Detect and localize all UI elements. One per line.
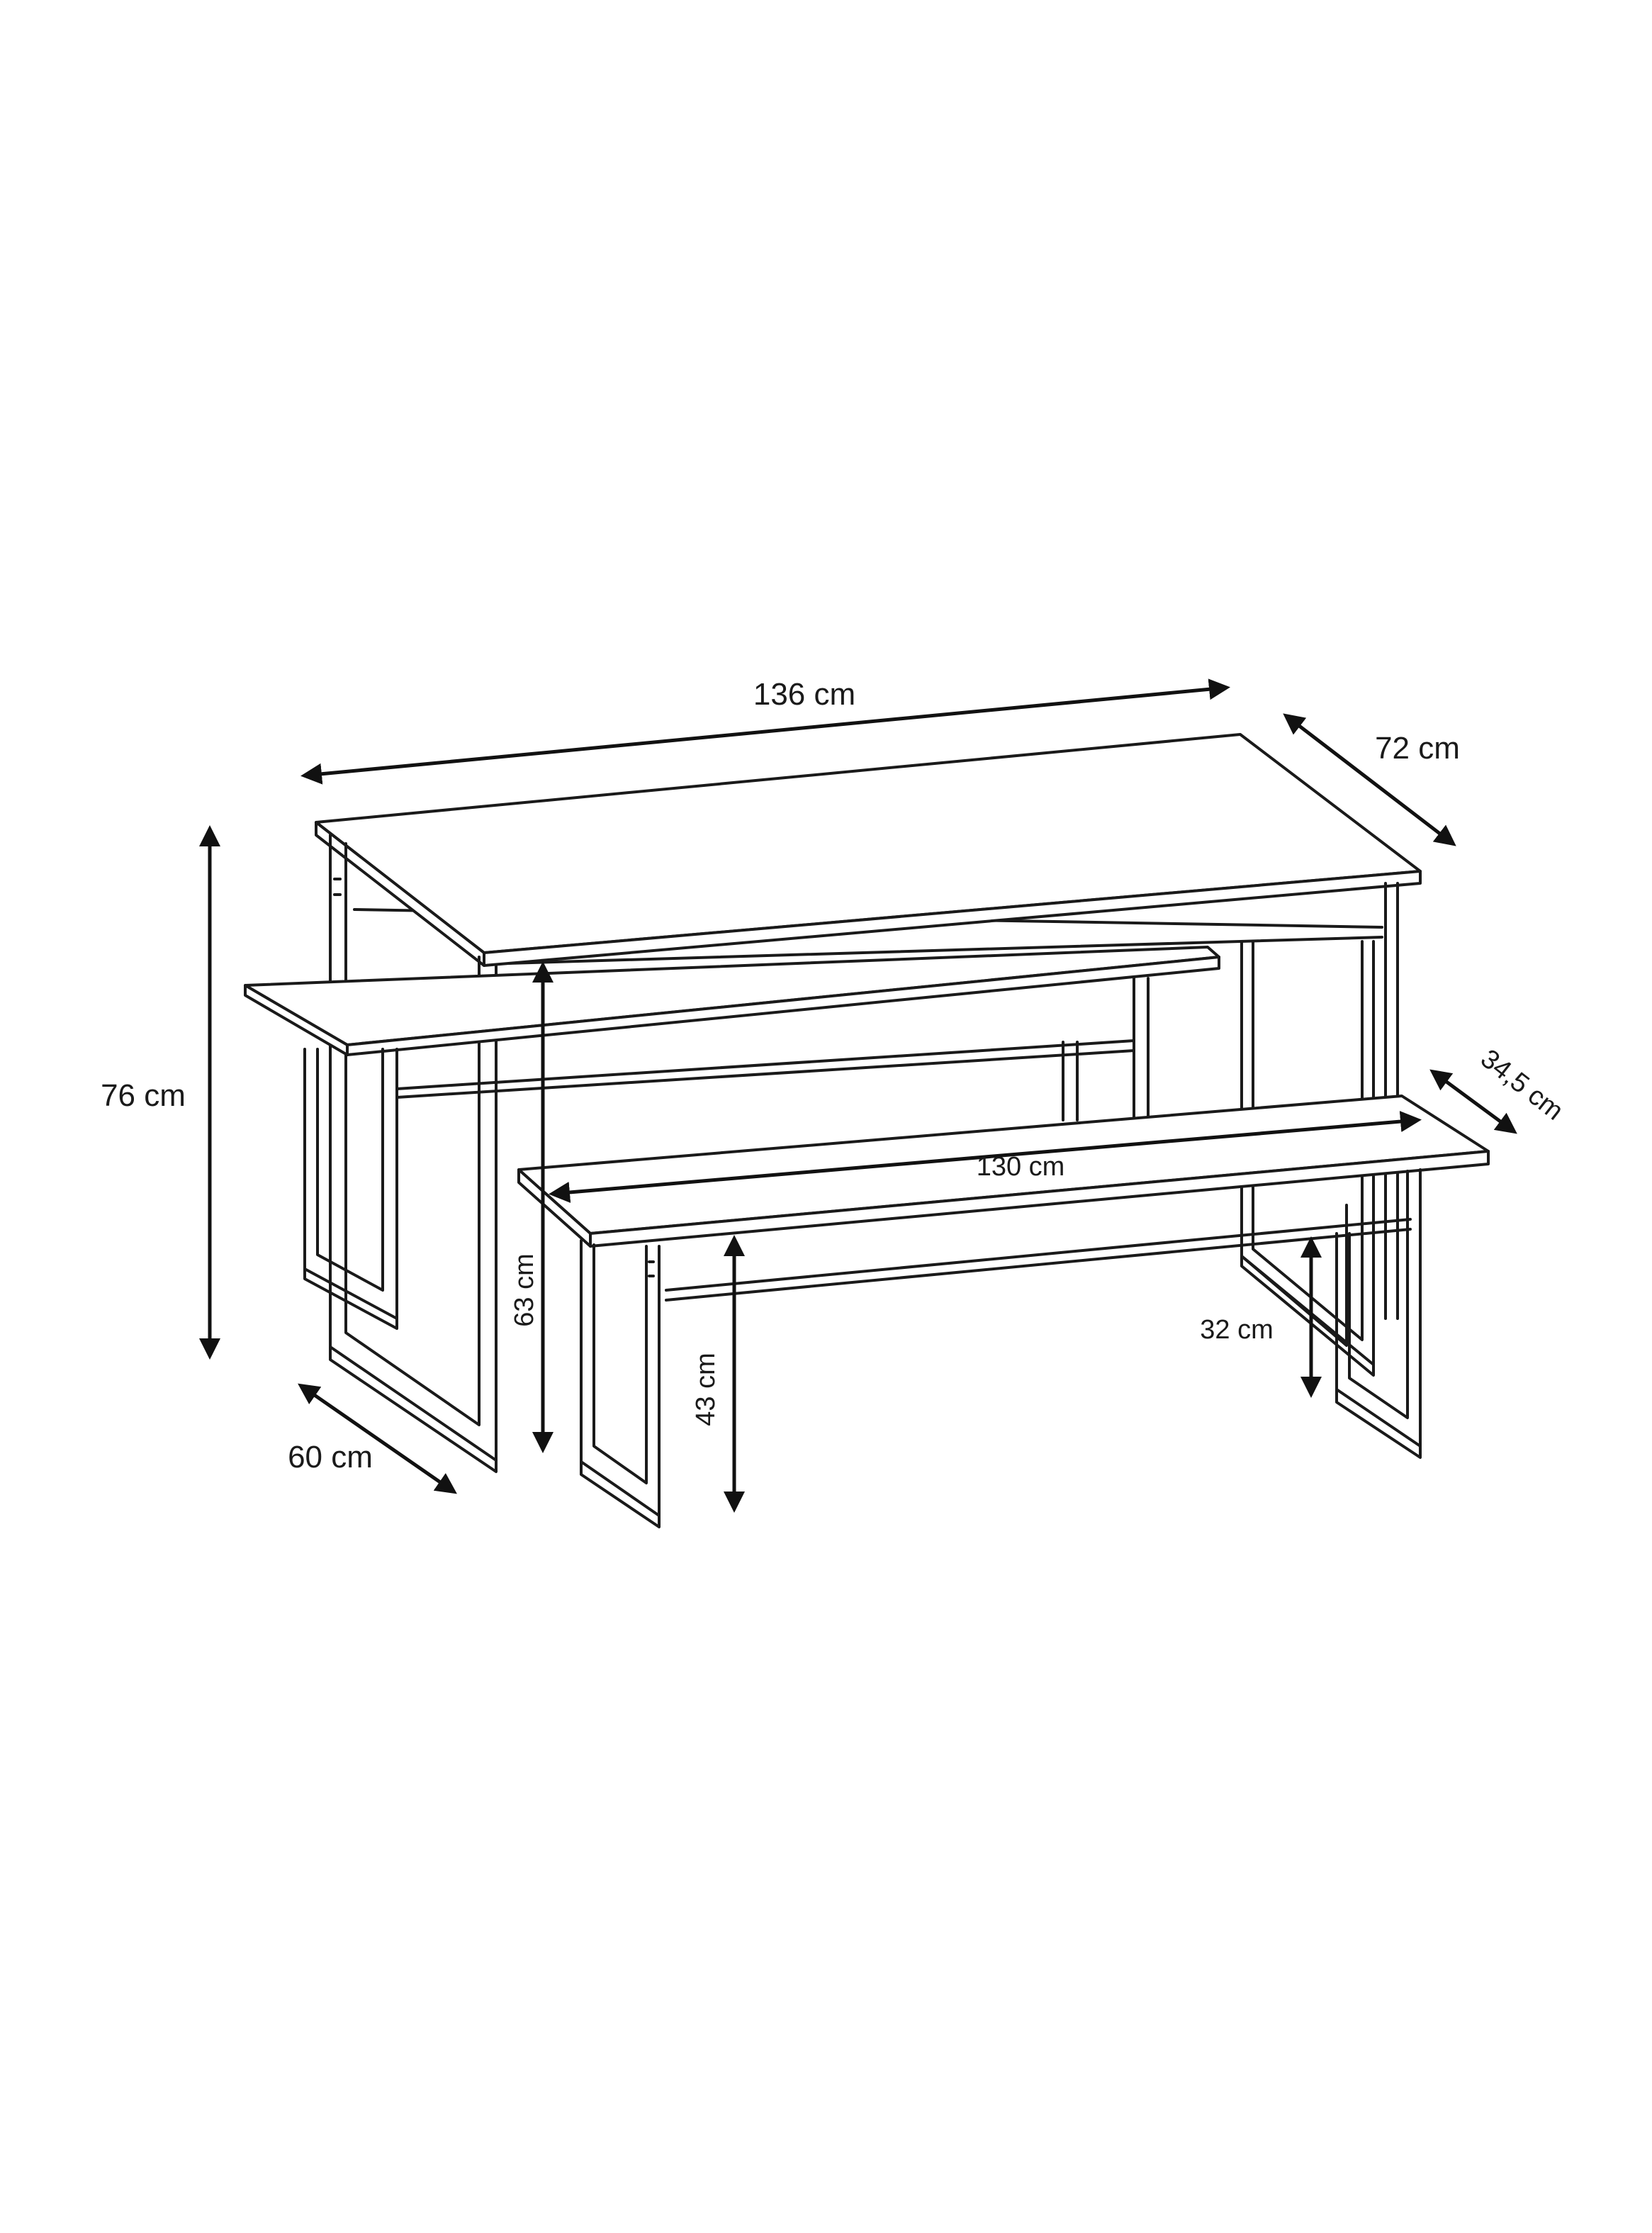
back-bench-right-leg	[1062, 977, 1150, 1121]
table-leg-depth-arrow	[298, 1383, 457, 1494]
back-bench	[244, 946, 1220, 1330]
front-bench-right-back-leg	[1240, 1204, 1348, 1347]
table-length-label: 136 cm	[753, 677, 855, 712]
table-top	[315, 733, 1422, 967]
front-bench-left-leg	[580, 1239, 661, 1528]
table-depth-arrow	[1283, 713, 1456, 846]
bench-length-arrow	[549, 1111, 1422, 1203]
bench-clearance-label: 32 cm	[1200, 1315, 1273, 1345]
dimension-arrows	[199, 678, 1517, 1513]
table-leg-depth-label: 60 cm	[288, 1440, 373, 1474]
bench-length-label: 130 cm	[977, 1152, 1065, 1182]
table-height-label: 76 cm	[101, 1078, 186, 1113]
back-bench-rail	[395, 1039, 1135, 1090]
table-clearance-label: 63 cm	[510, 1253, 539, 1326]
table-length-arrow	[300, 678, 1230, 785]
front-bench-right-leg	[1335, 1168, 1422, 1459]
back-bench-seat	[244, 946, 1220, 1056]
front-bench-rail	[665, 1218, 1412, 1292]
bench-height-label: 43 cm	[691, 1353, 721, 1426]
back-bench-left-leg	[303, 1048, 398, 1330]
dining-table	[315, 733, 1422, 1473]
table-depth-label: 72 cm	[1375, 731, 1460, 766]
bench-depth-arrow	[1429, 1069, 1517, 1134]
